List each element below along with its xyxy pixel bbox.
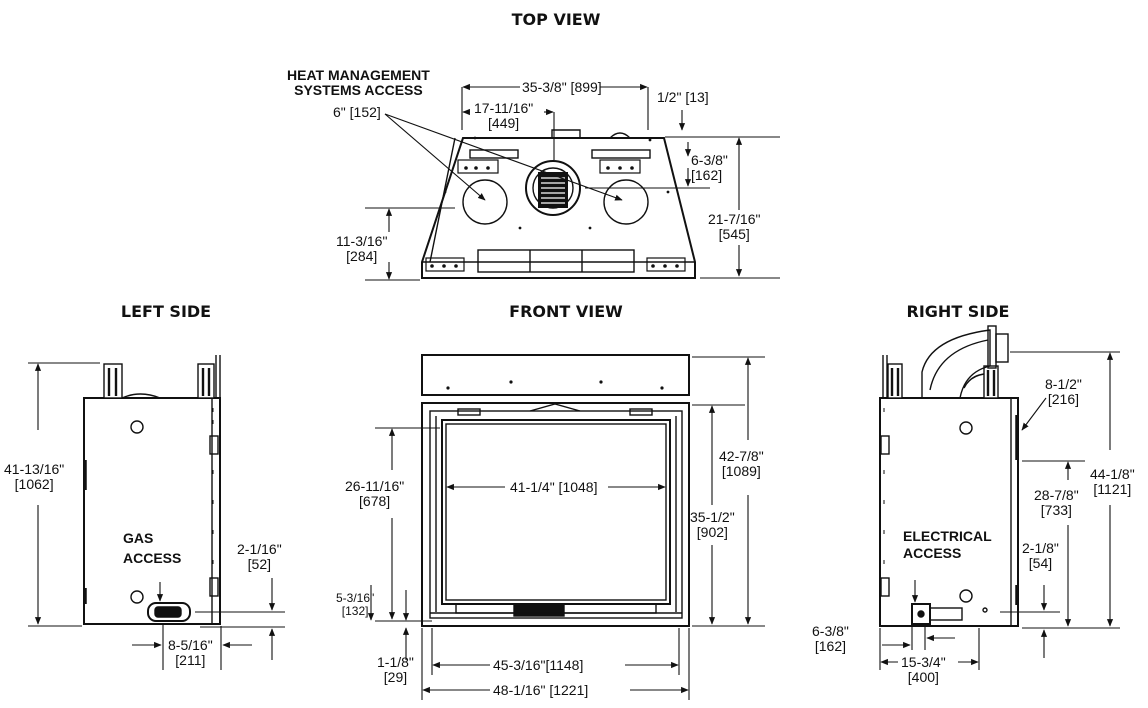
elec-offset-dim: 6-3/8" [162]	[812, 624, 849, 654]
front-bottom-in: 1-1/8"	[377, 654, 414, 670]
front-bottom-dim: 1-1/8" [29]	[377, 655, 414, 685]
right-depth-dim: 15-3/4" [400]	[901, 655, 946, 685]
top-depth-dim: 21-7/16" [545]	[708, 212, 760, 242]
front-inner-width-dim: 45-3/16"[1148]	[493, 657, 584, 673]
glass-height-dim: 26-11/16" [678]	[345, 479, 404, 509]
top-offset-dim: 1/2" [13]	[657, 89, 709, 105]
left-side-dimension-lines	[28, 362, 285, 670]
heat-callout-line1: HEAT MANAGEMENT	[287, 67, 430, 83]
top-collar-mm: [162]	[691, 167, 723, 183]
elec-height-mm: [54]	[1028, 555, 1053, 571]
gas-callout-line2: ACCESS	[123, 550, 182, 566]
elec-callout-line1: ELECTRICAL	[903, 528, 992, 544]
front-overall-height-in: 42-7/8"	[719, 448, 764, 464]
gas-offset-in: 8-5/16"	[168, 637, 213, 653]
top-depth-mm: [545]	[718, 226, 750, 242]
top-half-width-mm: [449]	[488, 115, 520, 131]
opening-height-in: 35-1/2"	[690, 509, 735, 525]
left-height-mm: [1062]	[14, 476, 54, 492]
right-vent-in: 8-1/2"	[1045, 376, 1082, 392]
right-depth-in: 15-3/4"	[901, 654, 946, 670]
elec-offset-mm: [162]	[814, 638, 847, 654]
front-overall-height-mm: [1089]	[721, 463, 761, 479]
opening-height-dim: 35-1/2" [902]	[690, 510, 735, 540]
front-overall-width-dim: 48-1/16" [1221]	[493, 682, 589, 698]
right-total-height-in: 44-1/8"	[1090, 466, 1135, 482]
left-side-drawing	[83, 355, 221, 625]
glass-width-dim: 41-1/4" [1048]	[510, 479, 598, 495]
gas-offset-mm: [211]	[175, 652, 206, 668]
gas-height-in: 2-1/16"	[237, 541, 282, 557]
top-collar-dim: 6-3/8" [162]	[691, 153, 728, 183]
glass-height-in: 26-11/16"	[345, 478, 405, 494]
top-vent-height-dim: 11-3/16" [284]	[336, 234, 387, 264]
left-height-dim: 41-13/16" [1062]	[4, 462, 64, 492]
gas-height-dim: 2-1/16" [52]	[237, 542, 282, 572]
right-side-title: RIGHT SIDE	[906, 302, 1010, 321]
top-view-dots	[430, 136, 679, 268]
right-vent-dim: 8-1/2" [216]	[1045, 377, 1082, 407]
elec-offset-in: 6-3/8"	[812, 623, 849, 639]
top-overall-width-dim: 35-3/8" [899]	[522, 79, 602, 95]
right-side-dimension-lines	[879, 351, 1120, 670]
front-view-dimension-lines	[367, 356, 765, 700]
top-vent-height-mm: [284]	[346, 248, 378, 264]
top-view-drawing	[421, 129, 696, 279]
gas-callout-line1: GAS	[123, 530, 154, 546]
front-view-title: FRONT VIEW	[509, 302, 623, 321]
right-vent-height-dim: 28-7/8" [733]	[1034, 488, 1079, 518]
vent-diameter-dim: 6" [152]	[333, 104, 381, 120]
front-bottom-mm: [29]	[383, 669, 408, 685]
right-depth-mm: [400]	[907, 669, 939, 685]
front-base-dim: 5-3/16" [132]	[336, 592, 374, 618]
glass-height-mm: [678]	[359, 493, 391, 509]
gas-access-callout: GAS ACCESS	[123, 528, 181, 568]
elec-height-dim: 2-1/8" [54]	[1022, 541, 1059, 571]
front-base-mm: [132]	[341, 604, 369, 618]
top-half-width-dim: 17-11/16" [449]	[474, 101, 533, 131]
right-vent-height-mm: [733]	[1040, 502, 1072, 518]
right-vent-height-in: 28-7/8"	[1034, 487, 1079, 503]
front-base-in: 5-3/16"	[336, 591, 375, 605]
right-vent-mm: [216]	[1047, 391, 1080, 407]
top-vent-height-in: 11-3/16"	[336, 233, 388, 249]
top-view-dimension-lines	[365, 83, 780, 281]
gas-offset-dim: 8-5/16" [211]	[168, 638, 213, 668]
front-view-dots	[446, 380, 664, 390]
top-collar-in: 6-3/8"	[691, 152, 728, 168]
opening-height-mm: [902]	[696, 524, 728, 540]
right-total-height-dim: 44-1/8" [1121]	[1090, 467, 1135, 497]
gas-height-mm: [52]	[247, 556, 272, 572]
left-height-in: 41-13/16"	[4, 461, 65, 477]
elec-callout-line2: ACCESS	[903, 545, 962, 561]
front-overall-height-dim: 42-7/8" [1089]	[719, 449, 764, 479]
elec-height-in: 2-1/8"	[1022, 540, 1059, 556]
front-view-drawing	[421, 354, 690, 627]
top-half-width-in: 17-11/16"	[474, 100, 534, 116]
right-total-height-mm: [1121]	[1093, 481, 1132, 497]
heat-management-callout: HEAT MANAGEMENT SYSTEMS ACCESS	[287, 68, 430, 98]
electrical-access-callout: ELECTRICAL ACCESS	[903, 528, 992, 562]
top-depth-in: 21-7/16"	[708, 211, 761, 227]
left-side-title: LEFT SIDE	[120, 302, 212, 321]
right-side-drawing	[879, 325, 1019, 627]
top-view-title: TOP VIEW	[511, 10, 601, 29]
heat-callout-line2: SYSTEMS ACCESS	[294, 82, 423, 98]
